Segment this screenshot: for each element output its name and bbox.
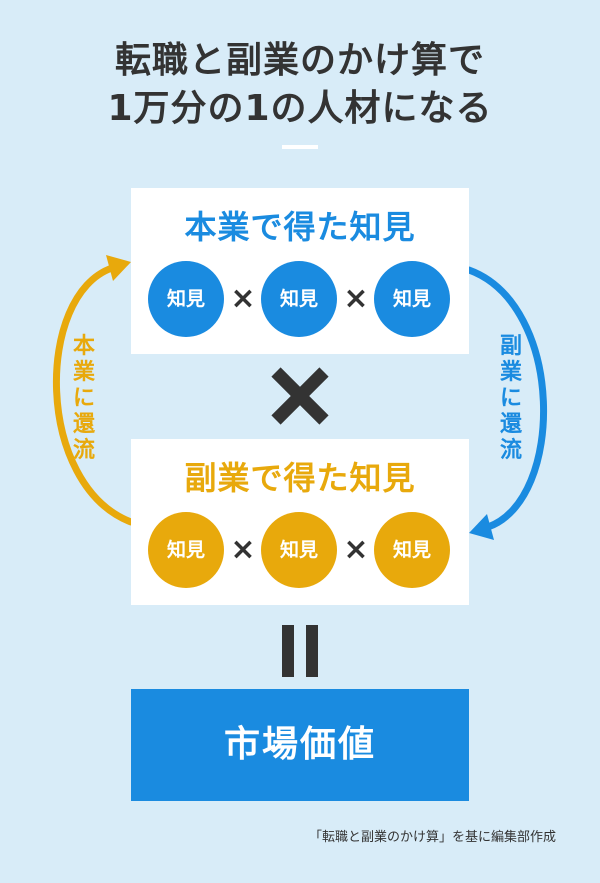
left-cycle-arrowhead [106, 255, 131, 281]
side-job-knowledge-circle: 知見 [148, 512, 224, 588]
right-cycle-arrowhead [469, 514, 494, 540]
side-job-panel-title: 副業で得た知見 [184, 459, 416, 497]
market-value-box: 市場価値 [131, 689, 469, 801]
multiply-symbol: × [343, 281, 369, 316]
right-cycle-label: 副業に還流 [499, 334, 522, 463]
title-line-1: 転職と副業のかけ算で [114, 40, 485, 81]
multiply-symbol: × [230, 532, 256, 567]
equals-icon [282, 625, 318, 677]
main-job-knowledge-circle: 知見 [374, 261, 450, 337]
title-line-2: 1万分の1の人材になる [107, 88, 493, 129]
multiply-symbol: × [230, 281, 256, 316]
left-cycle-arc [53, 264, 135, 526]
side-job-knowledge-circle: 知見 [261, 512, 337, 588]
main-job-knowledge-circle: 知見 [261, 261, 337, 337]
big-multiply-icon [271, 367, 329, 425]
main-job-panel-title: 本業で得た知見 [184, 208, 416, 246]
side-job-knowledge-circle: 知見 [374, 512, 450, 588]
right-cycle-arc [465, 266, 547, 531]
main-job-knowledge-circle: 知見 [148, 261, 224, 337]
left-cycle-label: 本業に還流 [72, 334, 95, 463]
source-credit: 「転職と副業のかけ算」を基に編集部作成 [308, 830, 556, 845]
main-job-knowledge-panel: 本業で得た知見 知見 × 知見 × 知見 [131, 188, 469, 354]
multiply-symbol: × [343, 532, 369, 567]
side-job-knowledge-panel: 副業で得た知見 知見 × 知見 × 知見 [131, 439, 469, 605]
title-divider [282, 145, 318, 149]
